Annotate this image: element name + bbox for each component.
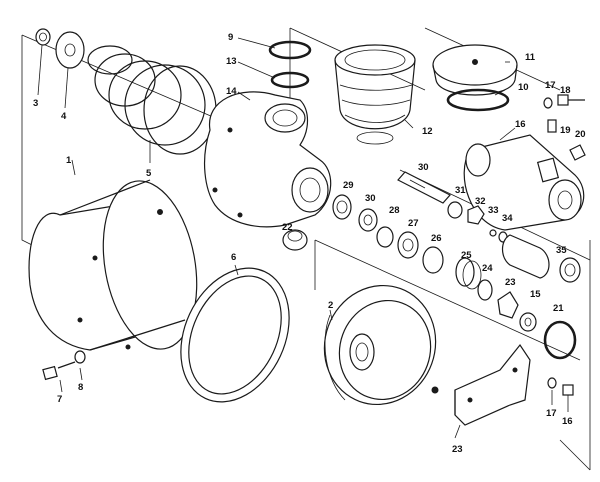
callout-19: 19	[560, 125, 571, 136]
callout-20: 20	[575, 129, 586, 140]
callout-33: 32	[475, 196, 486, 207]
callout-5: 5	[146, 168, 152, 179]
part-shaft-31	[397, 171, 451, 204]
callout-31: 30	[418, 162, 429, 173]
part-housing-1	[28, 179, 198, 351]
callout-29: 28	[389, 205, 400, 216]
callout-23: 23	[452, 444, 463, 455]
part-fittings-17-20	[543, 94, 586, 161]
part-cap-4	[55, 31, 85, 69]
part-bracket-23	[454, 343, 531, 426]
callout-18: 18	[560, 85, 571, 96]
part-pump-body-14	[204, 91, 332, 228]
callout-15: 15	[530, 289, 541, 300]
callout-9: 9	[228, 32, 233, 43]
callout-7: 7	[57, 394, 62, 405]
callout-6: 6	[231, 252, 236, 263]
part-lid-10-11	[432, 44, 518, 112]
callout-labels: 3 4 5 9 13 14 11 10 12 16 17 18 19 20 1 …	[33, 32, 586, 455]
callout-25: 24	[482, 263, 493, 274]
callout-36: 35	[556, 245, 567, 256]
part-bolt-7-8	[42, 350, 86, 381]
callout-14: 14	[226, 86, 237, 97]
part-washer-3	[35, 28, 51, 46]
callout-17-top: 17	[545, 80, 556, 91]
callout-26: 25	[461, 250, 472, 261]
callout-22: 22	[282, 222, 293, 233]
callout-34: 33	[488, 205, 499, 216]
callout-leaders	[37, 37, 569, 439]
callout-32: 31	[455, 185, 466, 196]
callout-16-bottom: 16	[562, 416, 573, 427]
callout-1: 1	[66, 155, 72, 166]
part-filter-bowl-12	[334, 44, 416, 145]
callout-35: 34	[502, 213, 513, 224]
callout-4: 4	[61, 111, 67, 122]
callout-13: 13	[226, 56, 237, 67]
part-fittings-32-35	[447, 201, 508, 243]
callout-24: 23	[505, 277, 516, 288]
callout-2: 2	[328, 300, 333, 311]
callout-3: 3	[33, 98, 38, 109]
callout-30-a: 29	[343, 180, 354, 191]
part-ring-6	[180, 267, 290, 403]
part-piston-36	[501, 234, 581, 283]
callout-16-top: 16	[515, 119, 526, 130]
callout-11: 11	[525, 52, 536, 63]
callout-17-bottom: 17	[546, 408, 557, 419]
part-orings-9-13	[268, 40, 312, 89]
callout-8: 8	[78, 382, 83, 393]
callout-30-b: 30	[365, 193, 376, 204]
part-seal-stack	[332, 194, 493, 301]
part-block-24-washer-15-ring-21	[497, 291, 577, 360]
callout-21: 21	[553, 303, 564, 314]
part-cylinder-16	[463, 134, 585, 231]
part-bolt-16-17	[547, 377, 574, 396]
callout-12: 12	[422, 126, 433, 137]
part-pulley-2	[323, 284, 439, 406]
part-plug-22	[282, 229, 308, 251]
callout-28: 27	[408, 218, 419, 229]
part-spring-5	[87, 45, 217, 155]
callout-10: 10	[518, 82, 529, 93]
callout-27: 26	[431, 233, 442, 244]
